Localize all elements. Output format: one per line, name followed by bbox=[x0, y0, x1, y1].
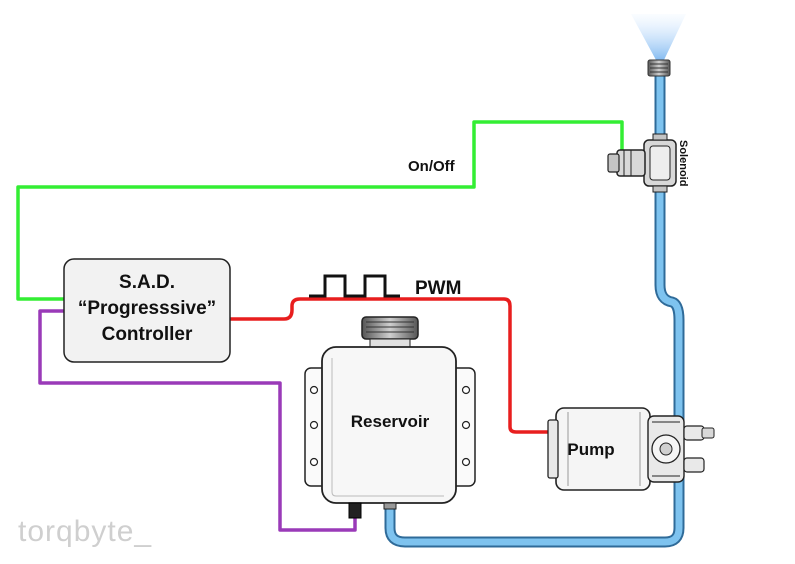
pump: Pump bbox=[547, 407, 715, 491]
reservoir-label: Reservoir bbox=[351, 412, 430, 431]
pwm-wire bbox=[230, 297, 552, 434]
fluid-line bbox=[384, 70, 685, 548]
solenoid-valve-icon bbox=[607, 133, 677, 193]
controller-line-1: S.A.D. bbox=[119, 272, 175, 293]
controller-box: S.A.D. “Progresssive” Controller bbox=[63, 258, 231, 363]
pwm-label: PWM bbox=[415, 278, 461, 299]
controller-line-3: Controller bbox=[102, 324, 193, 345]
spray-nozzle-icon bbox=[631, 14, 686, 77]
solenoid-label: Solenoid bbox=[677, 140, 689, 186]
brand-watermark: torqbyte_ bbox=[18, 515, 152, 548]
on-off-label: On/Off bbox=[408, 158, 456, 175]
controller-line-2: “Progresssive” bbox=[78, 298, 216, 319]
reservoir: Reservoir bbox=[304, 316, 476, 519]
pump-label: Pump bbox=[567, 440, 614, 459]
sensor-wire bbox=[38, 309, 357, 532]
square-wave-icon bbox=[309, 274, 400, 298]
on-off-wire bbox=[16, 120, 624, 301]
